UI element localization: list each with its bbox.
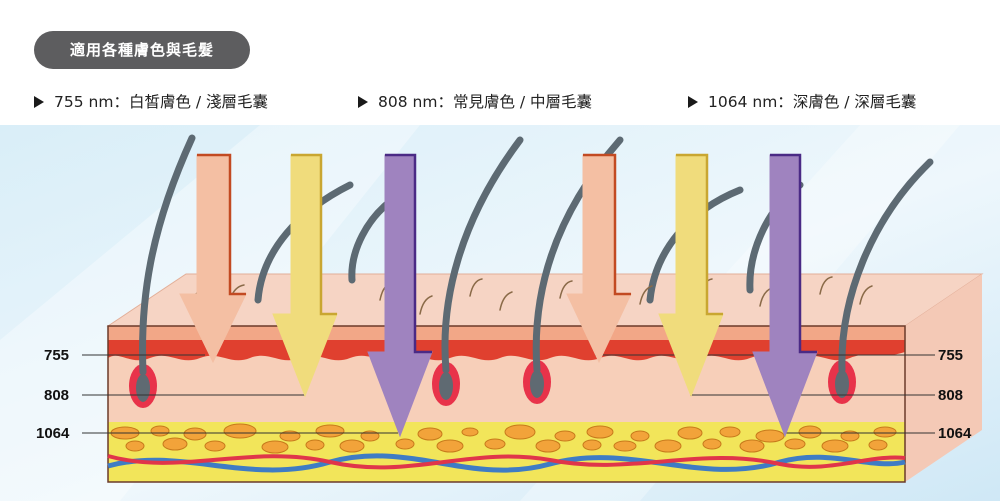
laser-arrow-808 bbox=[272, 153, 338, 398]
legend-separator: ： bbox=[437, 93, 453, 111]
laser-arrow-1064 bbox=[367, 153, 433, 438]
skin-block-outline bbox=[107, 325, 906, 483]
legend-description: 白皙膚色 / 淺層毛囊 bbox=[128, 93, 269, 111]
depth-label-left-808: 808 bbox=[44, 387, 69, 404]
depth-label-right-755: 755 bbox=[938, 347, 963, 364]
legend-wavelength: 808 nm bbox=[378, 93, 438, 111]
legend-description: 深膚色 / 深層毛囊 bbox=[792, 93, 917, 111]
legend-wavelength: 755 nm bbox=[54, 93, 114, 111]
hair-follicle bbox=[523, 360, 551, 404]
laser-arrow-755 bbox=[566, 153, 632, 364]
legend-wavelength: 1064 nm bbox=[708, 93, 778, 111]
legend-separator: ： bbox=[777, 93, 793, 111]
section-title-badge: 適用各種膚色與毛髮 bbox=[34, 31, 250, 69]
laser-arrow-808 bbox=[658, 153, 724, 398]
triangle-bullet-icon bbox=[358, 96, 368, 108]
skin-laser-penetration-diagram: 755 808 1064 755 808 1064 bbox=[0, 125, 1000, 501]
wavelength-legend: 755 nm：白皙膚色 / 淺層毛囊 808 nm：常見膚色 / 中層毛囊 10… bbox=[0, 90, 1000, 114]
triangle-bullet-icon bbox=[688, 96, 698, 108]
legend-description: 常見膚色 / 中層毛囊 bbox=[452, 93, 593, 111]
hair-follicle bbox=[432, 362, 460, 406]
depth-label-left-755: 755 bbox=[44, 347, 69, 364]
blood-vessel-artery bbox=[107, 454, 906, 470]
legend-item-808: 808 nm：常見膚色 / 中層毛囊 bbox=[358, 90, 592, 114]
depth-label-right-1064: 1064 bbox=[938, 425, 972, 442]
legend-separator: ： bbox=[113, 93, 129, 111]
depth-label-left-1064: 1064 bbox=[36, 425, 70, 442]
hair-follicle bbox=[828, 360, 856, 404]
laser-arrow-1064 bbox=[752, 153, 818, 438]
legend-item-755: 755 nm：白皙膚色 / 淺層毛囊 bbox=[34, 90, 268, 114]
laser-arrow-755 bbox=[179, 153, 247, 364]
legend-item-1064: 1064 nm：深膚色 / 深層毛囊 bbox=[688, 90, 916, 114]
triangle-bullet-icon bbox=[34, 96, 44, 108]
skin-side-face bbox=[905, 274, 982, 482]
hair-follicles bbox=[129, 360, 856, 408]
depth-label-right-808: 808 bbox=[938, 387, 963, 404]
blood-vessel-vein bbox=[107, 453, 906, 473]
